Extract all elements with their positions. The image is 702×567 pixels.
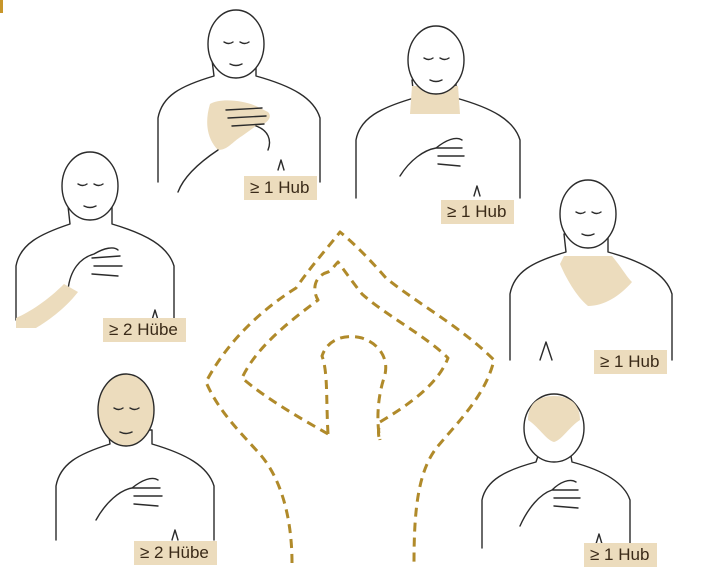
- chest-dose-label: ≥ 1 Hub: [594, 350, 667, 374]
- face-dose-label: ≥ 2 Hübe: [134, 541, 217, 565]
- neck-dose-label: ≥ 1 Hub: [441, 200, 514, 224]
- spray-inner-outline: [322, 337, 386, 440]
- spray-silhouette: [206, 232, 494, 563]
- figure-chest-head: [560, 180, 616, 248]
- spray-middle-outline: [242, 262, 448, 440]
- figure-scalp: [482, 394, 630, 548]
- figure-scalp-body: [482, 450, 630, 548]
- scalp-dose-label: ≥ 1 Hub: [584, 543, 657, 567]
- figure-face: [56, 374, 214, 540]
- hand-dose-label: ≥ 1 Hub: [244, 176, 317, 200]
- figure-hand-head: [208, 10, 264, 78]
- figure-hand: [158, 10, 320, 192]
- figure-forearm: [16, 152, 174, 330]
- face-zone-highlight: [98, 374, 154, 446]
- figure-forearm-head: [62, 152, 118, 220]
- forearm-dose-label: ≥ 2 Hübe: [103, 318, 186, 342]
- figure-chest: [510, 180, 672, 360]
- figure-neck: [356, 26, 520, 198]
- accent-mark: [0, 0, 3, 13]
- figure-neck-head: [408, 26, 464, 94]
- spray-outer-outline: [206, 232, 494, 563]
